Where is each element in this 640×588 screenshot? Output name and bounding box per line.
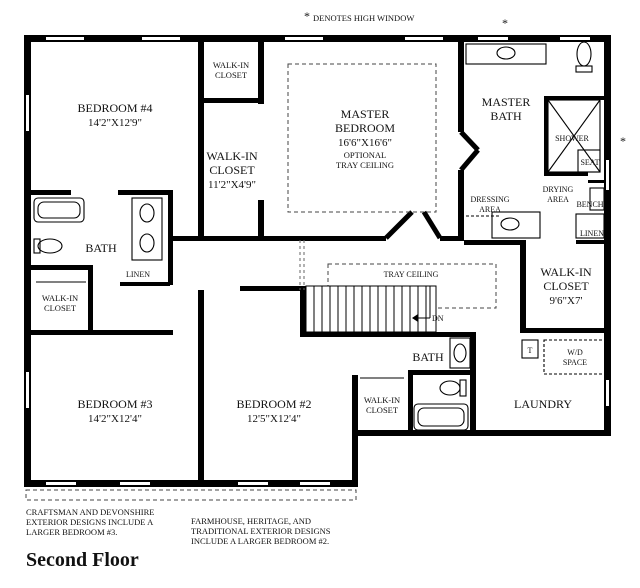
label-tray-ceiling: TRAY CEILING [384, 270, 439, 279]
svg-text:BEDROOM #2: BEDROOM #2 [236, 397, 311, 411]
bathtub-left [33, 197, 85, 223]
svg-text:MASTER: MASTER [341, 107, 390, 121]
legend-asterisk: * [304, 9, 310, 23]
label-linen-right: LINEN [580, 229, 604, 238]
interior-walls [31, 42, 610, 480]
bathtub-center [413, 403, 469, 431]
label-shower: SHOWER [555, 134, 589, 143]
room-bedroom-2[interactable]: BEDROOM #2 12'5"X12'4" [236, 397, 311, 425]
angled-walls [384, 130, 480, 240]
room-walkin-closet-right[interactable]: WALK-IN CLOSET 9'6"X7' [540, 265, 592, 307]
toilet-left [37, 238, 63, 254]
svg-text:SPACE: SPACE [563, 358, 587, 367]
svg-text:TRAY CEILING: TRAY CEILING [336, 160, 394, 170]
svg-text:16'6"X16'6": 16'6"X16'6" [338, 137, 392, 149]
svg-text:AREA: AREA [547, 195, 569, 204]
svg-text:BEDROOM #3: BEDROOM #3 [77, 397, 152, 411]
vanity-master-top [465, 43, 547, 65]
label-stairs-down: DN [432, 314, 444, 323]
label-water-heater: T [528, 346, 533, 355]
room-walkin-closet-bottom[interactable]: WALK-IN CLOSET [364, 395, 400, 415]
room-bath-left[interactable]: BATH [85, 241, 117, 255]
svg-text:LARGER BEDROOM #3.: LARGER BEDROOM #3. [26, 527, 117, 537]
high-window-mark-right: * [620, 134, 626, 148]
svg-text:WALK-IN: WALK-IN [206, 149, 258, 163]
svg-text:DRYING: DRYING [543, 185, 574, 194]
svg-text:BATH: BATH [490, 109, 522, 123]
svg-text:WALK-IN: WALK-IN [540, 265, 592, 279]
label-wd-space: W/D SPACE [563, 348, 587, 367]
svg-text:CLOSET: CLOSET [209, 163, 255, 177]
label-drying-area: DRYING AREA [543, 185, 574, 204]
svg-text:W/D: W/D [567, 348, 583, 357]
vanity-master-lower [491, 211, 541, 239]
room-laundry[interactable]: LAUNDRY [514, 397, 572, 411]
toilet-center [439, 380, 461, 396]
room-master-bedroom[interactable]: MASTER BEDROOM 16'6"X16'6" OPTIONAL TRAY… [335, 107, 395, 170]
room-bedroom-3[interactable]: BEDROOM #3 14'2"X12'4" [77, 397, 152, 425]
svg-text:12'5"X12'4": 12'5"X12'4" [247, 413, 301, 425]
exterior-option-outline [25, 489, 357, 501]
floor-title: Second Floor [26, 549, 139, 571]
svg-text:MASTER: MASTER [482, 95, 531, 109]
room-master-bath[interactable]: MASTER BATH [482, 95, 531, 123]
room-walkin-closet-mid[interactable]: WALK-IN CLOSET 11'2"X4'9" [206, 149, 258, 191]
shower-stall [547, 99, 601, 173]
svg-text:WALK-IN: WALK-IN [213, 60, 249, 70]
svg-text:WALK-IN: WALK-IN [364, 395, 400, 405]
svg-text:DRESSING: DRESSING [470, 195, 509, 204]
wd-space-outline [543, 339, 607, 375]
room-walkin-closet-top[interactable]: WALK-IN CLOSET [213, 60, 249, 80]
svg-text:14'2"X12'4": 14'2"X12'4" [88, 413, 142, 425]
windows [26, 37, 609, 485]
svg-text:FARMHOUSE, HERITAGE, AND: FARMHOUSE, HERITAGE, AND [191, 516, 311, 526]
note-craftsman: CRAFTSMAN AND DEVONSHIRE EXTERIOR DESIGN… [26, 507, 154, 537]
room-name: BEDROOM #4 [77, 101, 152, 115]
svg-text:EXTERIOR DESIGNS INCLUDE A: EXTERIOR DESIGNS INCLUDE A [26, 517, 154, 527]
exterior-walls [24, 35, 611, 487]
note-farmhouse: FARMHOUSE, HERITAGE, AND TRADITIONAL EXT… [191, 516, 331, 546]
staircase[interactable] [305, 285, 437, 333]
legend-high-window: DENOTES HIGH WINDOW [313, 13, 414, 23]
legend: * DENOTES HIGH WINDOW * * [304, 9, 626, 148]
vanity-left [131, 197, 163, 261]
room-size: 14'2"X12'9" [88, 117, 142, 129]
linen-shelf-right [575, 213, 605, 239]
svg-text:BEDROOM: BEDROOM [335, 121, 395, 135]
fixtures [33, 41, 607, 431]
toilet-master [576, 41, 592, 67]
bench [589, 187, 605, 211]
room-bath-center[interactable]: BATH [412, 350, 444, 364]
water-heater [521, 339, 539, 359]
label-linen-left: LINEN [126, 270, 150, 279]
label-dressing-area: DRESSING AREA [470, 195, 509, 214]
svg-text:WALK-IN: WALK-IN [42, 293, 78, 303]
label-seat: SEAT [580, 158, 599, 167]
high-window-mark-top: * [502, 16, 508, 30]
room-bedroom-4[interactable]: BEDROOM #4 14'2"X12'9" [77, 101, 152, 129]
label-bench: BENCH [576, 200, 603, 209]
svg-text:CLOSET: CLOSET [543, 279, 589, 293]
svg-text:CLOSET: CLOSET [44, 303, 77, 313]
vanity-center [449, 337, 471, 369]
svg-text:CLOSET: CLOSET [366, 405, 399, 415]
master-tray-ceiling-outline [287, 63, 437, 213]
svg-text:CRAFTSMAN AND DEVONSHIRE: CRAFTSMAN AND DEVONSHIRE [26, 507, 154, 517]
svg-text:9'6"X7': 9'6"X7' [550, 295, 583, 307]
svg-text:INCLUDE A LARGER BEDROOM #2.: INCLUDE A LARGER BEDROOM #2. [191, 536, 329, 546]
svg-text:AREA: AREA [479, 205, 501, 214]
svg-text:TRADITIONAL EXTERIOR DESIGNS: TRADITIONAL EXTERIOR DESIGNS [191, 526, 331, 536]
svg-text:OPTIONAL: OPTIONAL [344, 150, 387, 160]
svg-text:11'2"X4'9": 11'2"X4'9" [208, 179, 256, 191]
svg-text:CLOSET: CLOSET [215, 70, 248, 80]
room-walkin-closet-left[interactable]: WALK-IN CLOSET [42, 293, 78, 313]
